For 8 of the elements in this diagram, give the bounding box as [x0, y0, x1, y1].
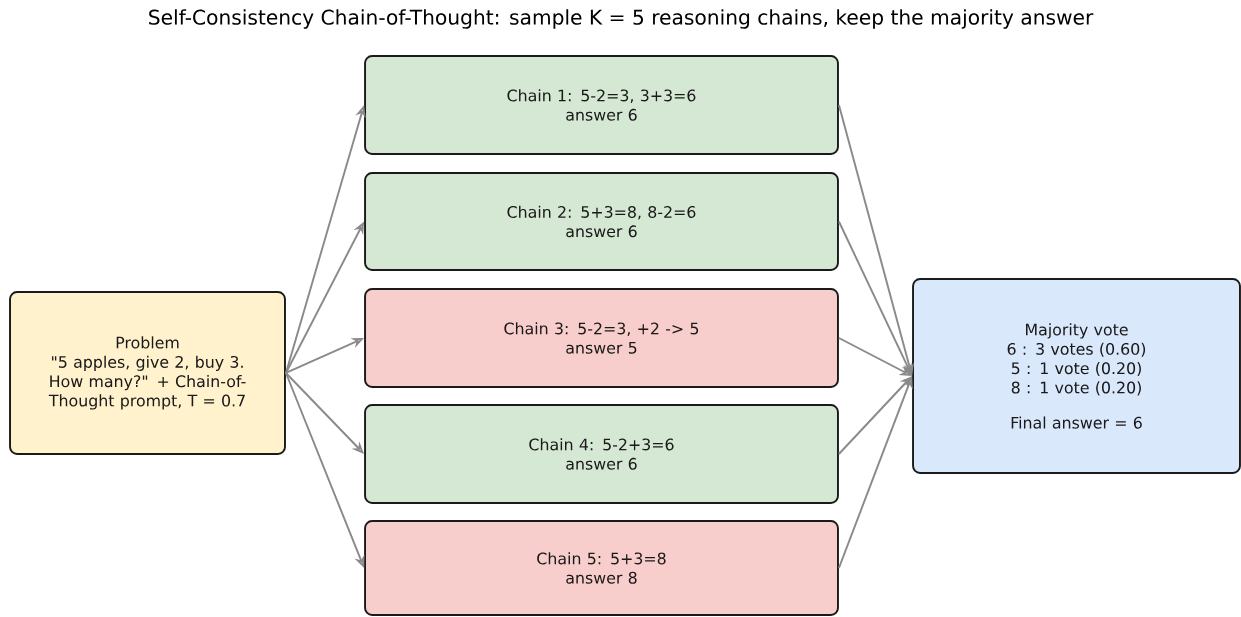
title: Self-Consistency Chain-of-Thought: sample K = 5 reasoning chains, keep the majority answer	[149, 9, 1094, 29]
vote-box: Majority vote 6 : 3 votes (0.60) 5 : 1 vote (0.20) 8 : 1 vote (0.20) Final answer = 6	[912, 278, 1241, 474]
problem-box: Problem "5 apples, give 2, buy 3. How many?" + Chain-of-Thought prompt, T = 0.7	[9, 291, 286, 455]
chain-box: Chain 5: 5+3=8 answer 8	[364, 520, 839, 616]
chain-box: Chain 1: 5-2=3, 3+3=6 answer 6	[364, 55, 839, 155]
chain-box: Chain 2: 5+3=8, 8-2=6 answer 6	[364, 172, 839, 271]
chain-box: Chain 3: 5-2=3, +2 -> 5 answer 5	[364, 288, 839, 388]
chain-box: Chain 4: 5-2+3=6 answer 6	[364, 404, 839, 504]
